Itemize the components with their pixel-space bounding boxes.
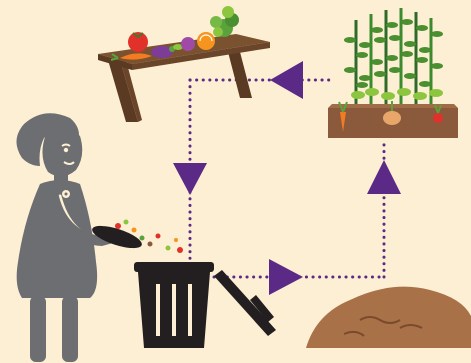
vegetable-garden-icon: [328, 8, 458, 138]
vegetables-on-table-icon: [98, 6, 270, 122]
arrow-up-icon: [367, 160, 401, 194]
arrow-right-icon: [269, 259, 303, 295]
compost-pile-icon: [306, 287, 471, 348]
arrow-down-icon: [173, 163, 207, 195]
compost-bin-icon: [134, 262, 276, 348]
cycle-arrows: [173, 61, 401, 295]
arrow-left-icon: [270, 61, 303, 99]
